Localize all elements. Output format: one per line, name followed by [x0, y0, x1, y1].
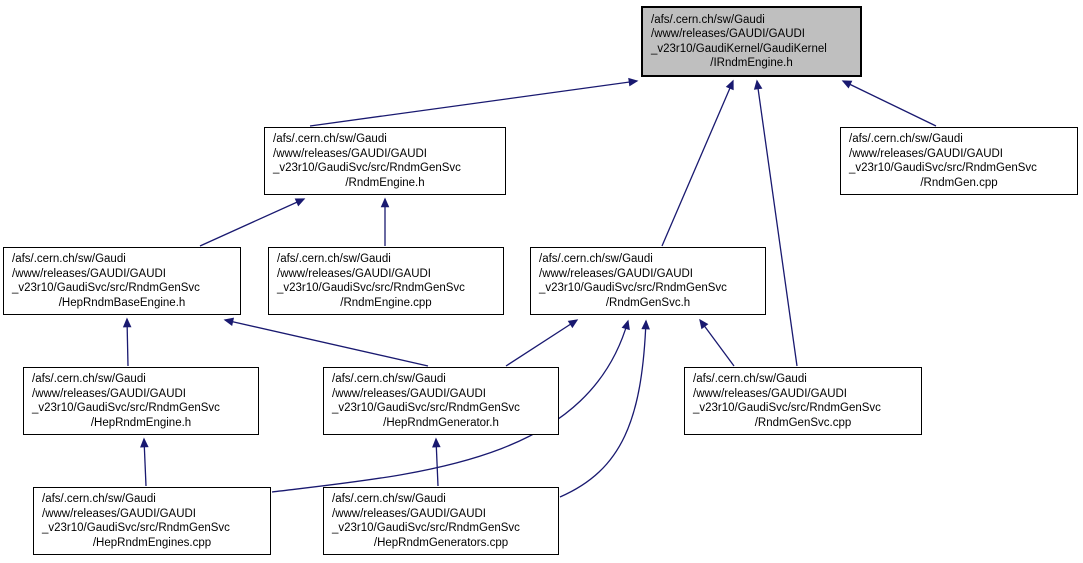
node-label-line: _v23r10/GaudiSvc/src/RndmGenSvc [32, 402, 220, 414]
graph-node-heprndmbaseengine-h[interactable]: /afs/.cern.ch/sw/Gaudi/www/releases/GAUD… [3, 247, 241, 315]
node-label-line: /HepRndmEngines.cpp [92, 536, 212, 549]
node-label-line: /HepRndmGenerator.h [383, 416, 499, 429]
node-label-line: /www/releases/GAUDI/GAUDI [693, 387, 848, 400]
node-label-line: /HepRndmBaseEngine.h [58, 296, 186, 309]
edge-rndmgensvc-cpp-to-rndmgensvc-h [699, 318, 735, 367]
edge-heprndmbaseengine-h-to-rndmengine-h [199, 198, 306, 247]
node-label-line: /www/releases/GAUDI/GAUDI [539, 267, 694, 280]
node-label-line: /www/releases/GAUDI/GAUDI [332, 387, 487, 400]
graph-node-irndmengine-h[interactable]: /afs/.cern.ch/sw/Gaudi/www/releases/GAUD… [641, 6, 862, 77]
node-label-line: /afs/.cern.ch/sw/Gaudi [651, 13, 765, 26]
node-label-line: /www/releases/GAUDI/GAUDI [42, 507, 197, 520]
graph-node-rndmgensvc-cpp[interactable]: /afs/.cern.ch/sw/Gaudi/www/releases/GAUD… [684, 367, 922, 435]
node-label-line: /afs/.cern.ch/sw/Gaudi [693, 373, 807, 385]
node-label-line: /HepRndmEngine.h [90, 416, 192, 429]
node-label-line: /www/releases/GAUDI/GAUDI [332, 507, 487, 520]
node-label-line: /www/releases/GAUDI/GAUDI [651, 28, 806, 40]
graph-node-rndmengine-h[interactable]: /afs/.cern.ch/sw/Gaudi/www/releases/GAUD… [264, 127, 506, 195]
edge-rndmengine-h-to-irndmengine-h [309, 77, 639, 127]
edge-heprndmgenerator-h-to-rndmgensvc-h [505, 319, 579, 367]
node-label-line: /afs/.cern.ch/sw/Gaudi [32, 373, 146, 385]
edge-heprndmgenerators-cpp-to-heprndmgenerator-h [432, 437, 441, 487]
node-label-line: /afs/.cern.ch/sw/Gaudi [12, 253, 126, 265]
node-label-line: /HepRndmGenerators.cpp [373, 536, 509, 549]
edge-heprndmengines-cpp-to-heprndmengine-h [140, 437, 149, 487]
graph-node-heprndmgenerators-cpp[interactable]: /afs/.cern.ch/sw/Gaudi/www/releases/GAUD… [323, 487, 559, 555]
edge-heprndmengines-cpp-to-rndmgensvc-h [271, 319, 630, 493]
node-label-line: /afs/.cern.ch/sw/Gaudi [277, 253, 391, 265]
edge-rndmgensvc-cpp-to-irndmengine-h [753, 79, 798, 367]
edge-rndmgensvc-h-to-irndmengine-h [661, 79, 734, 247]
edge-rndmgen-cpp-to-irndmengine-h [841, 80, 937, 127]
node-label-line: /www/releases/GAUDI/GAUDI [849, 147, 1004, 160]
node-label-line: _v23r10/GaudiSvc/src/RndmGenSvc [332, 522, 520, 534]
graph-node-rndmgensvc-h[interactable]: /afs/.cern.ch/sw/Gaudi/www/releases/GAUD… [530, 247, 766, 315]
node-label-line: /www/releases/GAUDI/GAUDI [12, 267, 167, 280]
graph-node-heprndmengines-cpp[interactable]: /afs/.cern.ch/sw/Gaudi/www/releases/GAUD… [33, 487, 271, 555]
edge-heprndmengine-h-to-heprndmbaseengine-h [122, 317, 132, 367]
node-label-line: /RndmEngine.h [345, 176, 425, 189]
node-label-line: _v23r10/GaudiSvc/src/RndmGenSvc [332, 402, 520, 414]
graph-node-rndmgen-cpp[interactable]: /afs/.cern.ch/sw/Gaudi/www/releases/GAUD… [840, 127, 1078, 195]
node-label-line: /www/releases/GAUDI/GAUDI [277, 267, 432, 280]
node-label-line: /afs/.cern.ch/sw/Gaudi [849, 133, 963, 145]
node-label-line: /www/releases/GAUDI/GAUDI [32, 387, 187, 400]
node-label-line: /afs/.cern.ch/sw/Gaudi [273, 133, 387, 145]
edge-heprndmgenerators-cpp-to-rndmgensvc-h [559, 319, 650, 498]
node-label-line: /afs/.cern.ch/sw/Gaudi [42, 493, 156, 505]
graph-node-heprndmengine-h[interactable]: /afs/.cern.ch/sw/Gaudi/www/releases/GAUD… [23, 367, 259, 435]
node-label-line: _v23r10/GaudiSvc/src/RndmGenSvc [693, 402, 881, 414]
edge-heprndmgenerator-h-to-heprndmbaseengine-h [223, 317, 429, 367]
node-label-line: _v23r10/GaudiKernel/GaudiKernel [651, 42, 827, 55]
graph-edges [122, 77, 937, 498]
node-label-line: /afs/.cern.ch/sw/Gaudi [332, 373, 446, 385]
node-label-line: _v23r10/GaudiSvc/src/RndmGenSvc [12, 282, 200, 294]
node-label-line: /IRndmEngine.h [710, 57, 793, 69]
node-label-line: /RndmGenSvc.cpp [754, 416, 852, 429]
node-label-line: _v23r10/GaudiSvc/src/RndmGenSvc [42, 522, 230, 534]
node-label-line: _v23r10/GaudiSvc/src/RndmGenSvc [277, 282, 465, 294]
graph-node-rndmengine-cpp[interactable]: /afs/.cern.ch/sw/Gaudi/www/releases/GAUD… [268, 247, 504, 315]
node-label-line: _v23r10/GaudiSvc/src/RndmGenSvc [539, 282, 727, 294]
node-label-line: /www/releases/GAUDI/GAUDI [273, 147, 428, 160]
node-label-line: _v23r10/GaudiSvc/src/RndmGenSvc [273, 162, 461, 174]
node-label-line: /RndmGenSvc.h [605, 296, 691, 309]
node-label-line: _v23r10/GaudiSvc/src/RndmGenSvc [849, 162, 1037, 174]
node-label-line: /RndmEngine.cpp [340, 296, 432, 309]
node-label-line: /RndmGen.cpp [920, 176, 998, 189]
graph-node-heprndmgenerator-h[interactable]: /afs/.cern.ch/sw/Gaudi/www/releases/GAUD… [323, 367, 559, 435]
node-label-line: /afs/.cern.ch/sw/Gaudi [332, 493, 446, 505]
node-label-line: /afs/.cern.ch/sw/Gaudi [539, 253, 653, 265]
